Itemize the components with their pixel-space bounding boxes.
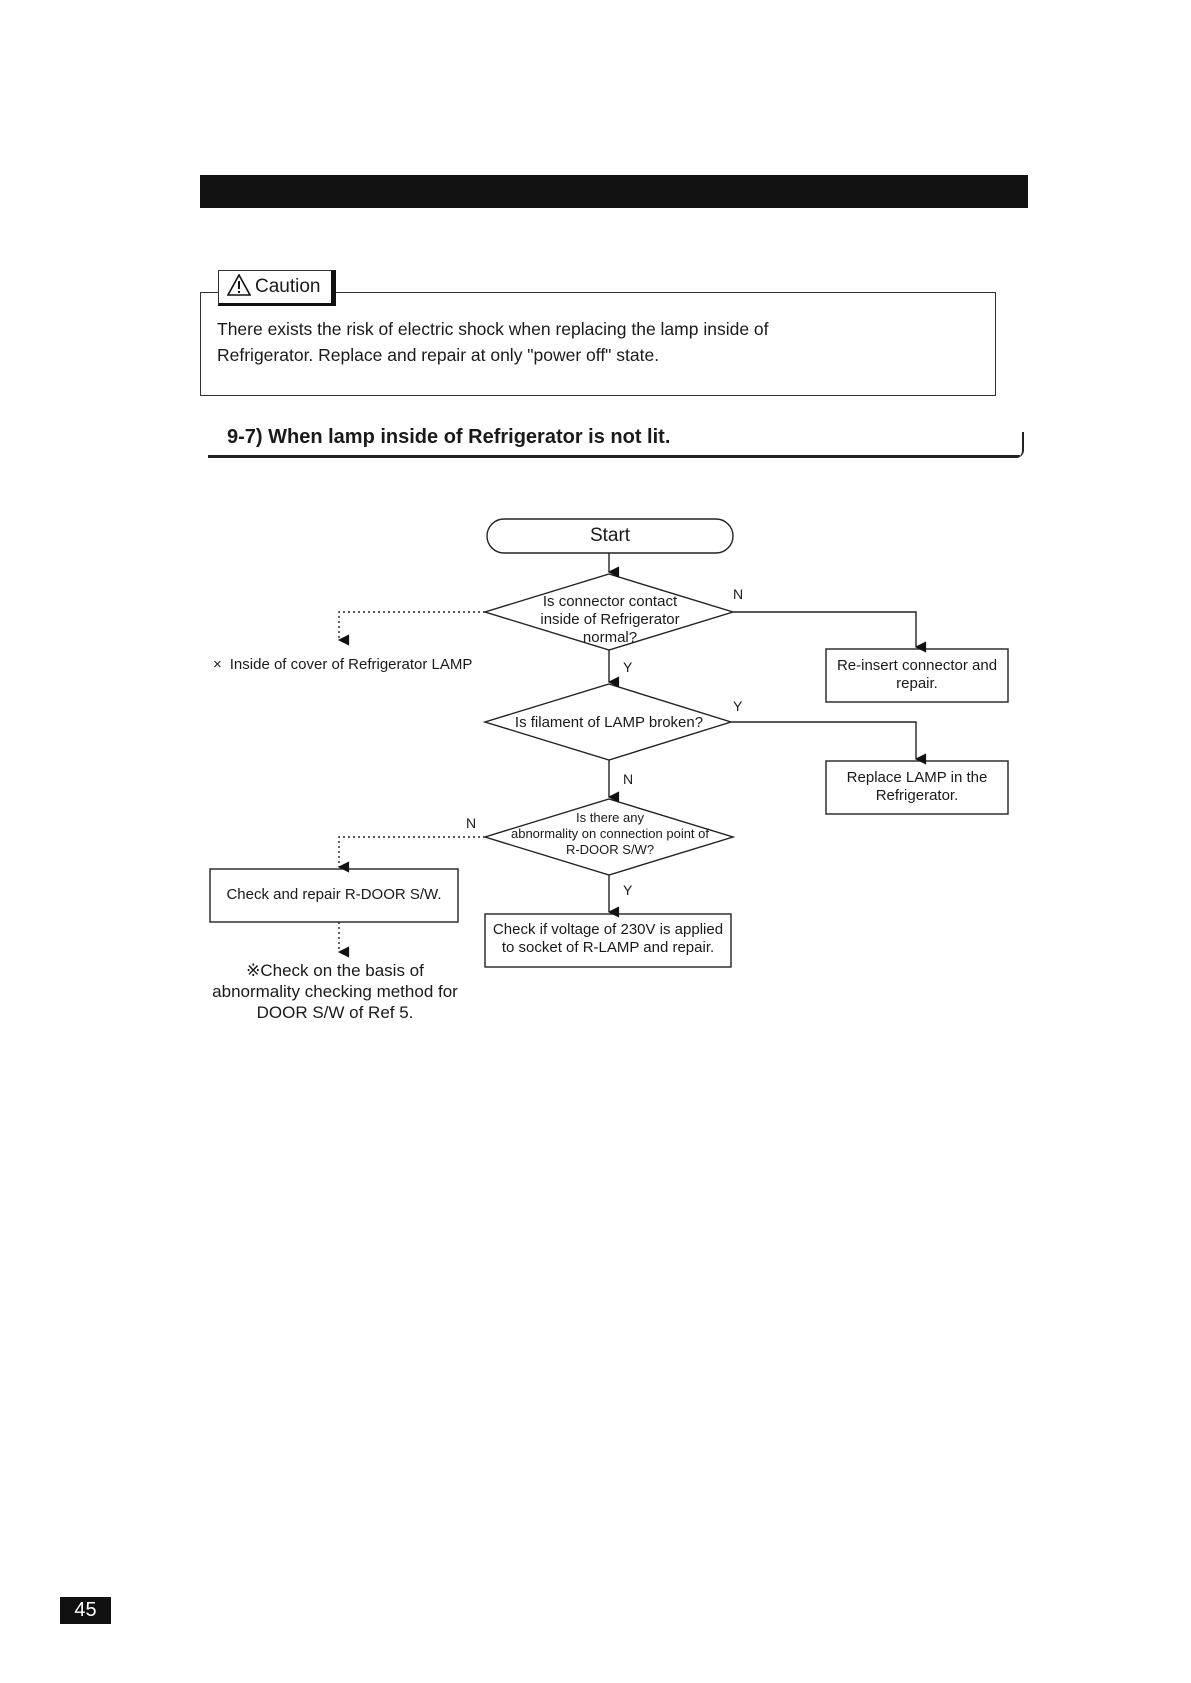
caution-text: There exists the risk of electric shock …: [217, 316, 937, 368]
check-voltage-line-2: to socket of R-LAMP and repair.: [501, 939, 715, 956]
decision2-label: Is filament of LAMP broken?: [514, 714, 704, 731]
replace-line-2: Refrigerator.: [875, 787, 959, 804]
caution-line-1: There exists the risk of electric shock …: [217, 319, 769, 339]
dotted-d3-no-to-check-repair: [337, 836, 485, 873]
decision3-line-3: R-DOOR S/W?: [565, 842, 655, 857]
page-number: 45: [60, 1597, 111, 1624]
section-underline-hook: [1014, 432, 1024, 458]
note-lamp-cover-text: Inside of cover of Refrigerator LAMP: [229, 656, 473, 673]
reinsert-line-1: Re-insert connector and: [836, 657, 998, 674]
label-d3-no: N: [466, 815, 477, 831]
box-replace-lamp: [825, 760, 1009, 815]
box-reinsert-connector: [825, 648, 1009, 703]
replace-label: Replace LAMP in the Refrigerator.: [826, 769, 1008, 805]
warning-icon: [226, 272, 252, 301]
caution-label: Caution: [255, 276, 321, 297]
section-title: 9-7) When lamp inside of Refrigerator is…: [227, 426, 671, 448]
check-voltage-label: Check if voltage of 230V is applied to s…: [485, 921, 731, 957]
header-bar: [200, 175, 1028, 208]
decision3-line-2: abnormality on connection point of: [510, 826, 709, 841]
arrow-d1-no-to-reinsert: [733, 611, 927, 653]
check-repair-label: Check and repair R-DOOR S/W.: [226, 886, 442, 903]
label-d1-no: N: [733, 586, 744, 602]
decision1-line-3: normal?: [582, 629, 638, 646]
decision1-line-1: Is connector contact: [542, 593, 678, 610]
decision3-line-1: Is there any: [576, 810, 644, 825]
start-terminator: [486, 518, 734, 554]
section-underline: [208, 455, 1020, 458]
note-door-switch-line-3: DOOR S/W of Ref 5.: [256, 1003, 414, 1022]
decision3-label: Is there any abnormality on connection p…: [490, 810, 730, 858]
reinsert-label: Re-insert connector and repair.: [826, 657, 1008, 693]
reinsert-line-2: repair.: [896, 675, 938, 692]
decision1-line-2: inside of Refrigerator: [540, 611, 680, 628]
note-bullet: ×: [213, 656, 222, 673]
label-d2-no: N: [623, 771, 634, 787]
caution-tab: Caution: [218, 270, 336, 306]
box-check-repair-rdoor: [209, 868, 459, 923]
arrow-d2-yes-to-replace: [731, 721, 927, 765]
caution-box: [200, 292, 996, 396]
replace-line-1: Replace LAMP in the: [846, 769, 988, 786]
dotted-d1-to-note: [337, 611, 485, 646]
check-voltage-line-1: Check if voltage of 230V is applied: [492, 921, 724, 938]
label-d1-yes: Y: [623, 659, 633, 675]
note-door-switch-line-1: ※Check on the basis of: [246, 961, 424, 980]
label-d3-yes: Y: [623, 882, 633, 898]
start-label: Start: [589, 525, 631, 546]
note-door-switch: ※Check on the basis of abnormality check…: [200, 960, 470, 1023]
label-d2-yes: Y: [733, 698, 743, 714]
note-door-switch-line-2: abnormality checking method for: [212, 982, 458, 1001]
caution-line-2: Refrigerator. Replace and repair at only…: [217, 345, 660, 365]
note-lamp-cover: × Inside of cover of Refrigerator LAMP: [213, 656, 472, 673]
decision1-label: Is connector contact inside of Refrigera…: [505, 593, 715, 647]
